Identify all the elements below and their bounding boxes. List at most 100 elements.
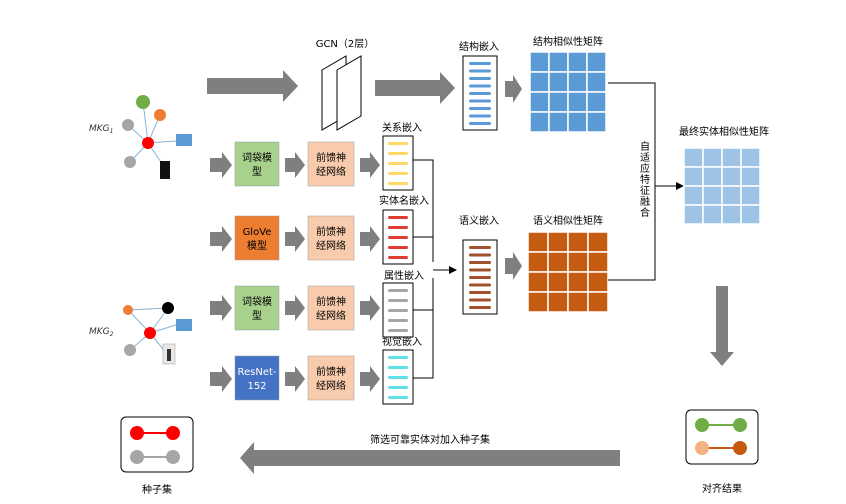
attr-embed-bar bbox=[388, 329, 408, 332]
final-sim-cell bbox=[721, 185, 742, 206]
mkg2-image-node bbox=[176, 319, 192, 331]
bow-model-box-1 bbox=[234, 141, 280, 187]
fusion-connectors bbox=[608, 82, 684, 281]
struct-sim-cell bbox=[548, 51, 569, 73]
arrow-to-sem-sim bbox=[505, 252, 522, 280]
final-sim-cell bbox=[702, 185, 723, 206]
glove-line1: GloVe bbox=[243, 227, 272, 238]
attr-embed-bar bbox=[388, 319, 408, 322]
rel-embed-label: 关系嵌入 bbox=[382, 121, 422, 134]
rel-embed-bars bbox=[388, 142, 408, 185]
attr-embed-bar bbox=[388, 309, 408, 312]
name-embed-bar bbox=[388, 216, 408, 219]
vis-embed-bar bbox=[388, 366, 408, 369]
arrow-row3-c bbox=[360, 295, 380, 321]
gcn-label: GCN（2层） bbox=[316, 38, 375, 50]
sem-embed-label: 语义嵌入 bbox=[459, 215, 499, 227]
bow-2-line1: 词袋模 bbox=[242, 295, 272, 308]
gcn-layer-2 bbox=[336, 55, 362, 131]
struct-embed-label: 结构嵌入 bbox=[459, 40, 499, 53]
sem-sim-cell bbox=[567, 251, 589, 273]
mkg1-node-green bbox=[136, 95, 150, 109]
seed-pair-2 bbox=[130, 450, 180, 464]
rel-embed-bar bbox=[388, 152, 408, 155]
vis-embed-label: 视觉嵌入 bbox=[382, 335, 422, 348]
arrow-row1-c bbox=[360, 152, 380, 178]
struct-sim-cell bbox=[548, 71, 569, 93]
rel-embed-bar bbox=[388, 142, 408, 145]
mkg2-node-orange bbox=[123, 305, 133, 315]
struct-sim-cell bbox=[586, 91, 607, 113]
big-arrow-to-gcn bbox=[207, 70, 298, 102]
struct-sim-matrix bbox=[529, 51, 607, 133]
ffn-box-2 bbox=[307, 215, 355, 261]
sem-sim-cell bbox=[547, 271, 569, 293]
ffn-3-line2: 经网络 bbox=[316, 309, 346, 322]
mkg1-node-orange bbox=[154, 109, 166, 121]
fusion-char: 适 bbox=[640, 152, 650, 164]
final-sim-cell bbox=[683, 185, 704, 206]
final-sim-matrix bbox=[683, 147, 761, 225]
final-sim-cell bbox=[702, 204, 723, 225]
struct-sim-cell bbox=[586, 111, 607, 133]
mkg2-node-gray bbox=[124, 344, 136, 356]
arrow-to-result bbox=[710, 286, 734, 366]
bow-1-line2: 型 bbox=[252, 165, 262, 178]
final-sim-cell bbox=[683, 147, 704, 168]
result-pair-1 bbox=[695, 418, 747, 432]
arrow-row3-a bbox=[210, 295, 232, 321]
struct-embed-bar bbox=[469, 77, 491, 80]
struct-embed-bar bbox=[469, 107, 491, 110]
ffn-1-line2: 经网络 bbox=[316, 165, 346, 178]
arrow-row2-a bbox=[210, 226, 232, 252]
arrow-row3-b bbox=[285, 295, 305, 321]
mkg2-photo-figure bbox=[167, 349, 171, 361]
vis-embed-bar bbox=[388, 396, 408, 399]
final-sim-cell bbox=[721, 204, 742, 225]
vis-embed-bars bbox=[388, 356, 408, 399]
seed-pair-1 bbox=[130, 426, 180, 440]
sem-sim-cell bbox=[567, 291, 589, 313]
struct-sim-cell bbox=[586, 71, 607, 93]
sem-embed-bars bbox=[469, 246, 491, 309]
struct-embed-bar bbox=[469, 99, 491, 103]
final-sim-cell bbox=[702, 147, 723, 168]
rel-embed-bar bbox=[388, 172, 408, 175]
sem-embed-bar bbox=[469, 306, 491, 309]
sem-sim-cell bbox=[567, 231, 589, 253]
name-embed-bar bbox=[388, 236, 408, 239]
final-sim-cell bbox=[702, 166, 723, 187]
seed-label: 种子集 bbox=[142, 483, 172, 496]
name-embed-bar bbox=[388, 256, 408, 259]
ffn-1-line1: 前馈神 bbox=[316, 151, 346, 164]
fusion-char: 应 bbox=[640, 162, 650, 175]
attr-embed-bar bbox=[388, 299, 408, 302]
mkg2-node-red bbox=[144, 327, 156, 339]
struct-sim-cell bbox=[529, 51, 550, 73]
name-embed-bar bbox=[388, 246, 408, 249]
struct-sim-cell bbox=[529, 91, 550, 113]
name-embed-bar bbox=[388, 226, 408, 229]
fusion-char: 融 bbox=[640, 196, 650, 208]
struct-sim-cell bbox=[567, 91, 588, 113]
result-box bbox=[685, 409, 759, 465]
sem-sim-cell bbox=[527, 231, 549, 253]
mkg2-node-black bbox=[162, 302, 174, 314]
filter-label: 筛选可靠实体对加入种子集 bbox=[370, 433, 490, 446]
bow-2-line2: 型 bbox=[252, 309, 262, 322]
fusion-char: 自 bbox=[640, 140, 650, 153]
sem-embed-bar bbox=[469, 276, 491, 279]
struct-sim-cell bbox=[529, 111, 550, 133]
resnet-line2: 152 bbox=[247, 381, 266, 392]
arrow-row4-b bbox=[285, 366, 305, 392]
arrow-to-struct-sim bbox=[505, 75, 522, 103]
ffn-box-4 bbox=[307, 355, 355, 401]
sem-embed-bar bbox=[469, 253, 491, 257]
mkg1-photo bbox=[160, 161, 170, 179]
rel-embed-bar bbox=[388, 182, 408, 185]
struct-embed-bars bbox=[469, 62, 491, 125]
ffn-4-line2: 经网络 bbox=[316, 379, 346, 392]
sem-sim-cell bbox=[587, 231, 609, 253]
